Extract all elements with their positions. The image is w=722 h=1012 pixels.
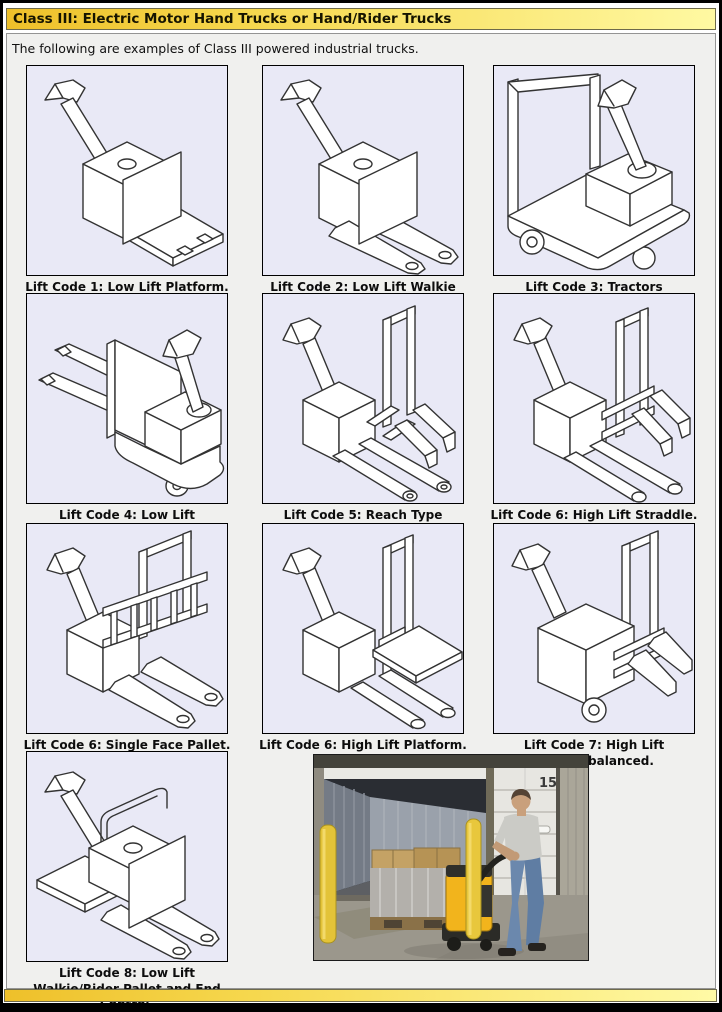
- figure-box: [262, 293, 464, 504]
- high-lift-straddle-drawing-icon: [513, 307, 691, 503]
- cell-lift-code-5: Lift Code 5: Reach Type Outrigger.: [246, 293, 480, 539]
- single-face-pallet-drawing-icon: [46, 530, 224, 729]
- figure-box: [26, 523, 228, 734]
- cell-lift-code-2: Lift Code 2: Low Lift Walkie Pallet.: [246, 65, 480, 311]
- cell-lift-code-1: Lift Code 1: Low Lift Platform.: [10, 65, 244, 296]
- center-control-drawing-icon: [38, 329, 225, 497]
- page-title: Class III: Electric Motor Hand Trucks or…: [13, 11, 452, 27]
- figure-box: [493, 293, 695, 504]
- photo-walkie-rider-at-dock: 15: [313, 754, 589, 961]
- figure-box: [493, 65, 695, 276]
- figure-box: [26, 293, 228, 504]
- low-lift-walkie-pallet-drawing-icon: [280, 79, 459, 275]
- figure-caption: Lift Code 6: High Lift Straddle.: [490, 508, 698, 522]
- cell-lift-code-4: Lift Code 4: Low Lift Walkie/Center Cont…: [10, 293, 244, 539]
- figure-box: [493, 523, 695, 734]
- low-lift-platform-drawing-icon: [44, 79, 224, 267]
- figure-caption: Lift Code 6: Single Face Pallet.: [23, 738, 231, 752]
- cell-lift-code-3: Lift Code 3: Tractors: [477, 65, 711, 296]
- high-lift-counterbalanced-drawing-icon: [511, 530, 693, 723]
- dock-door-number: 15: [539, 776, 557, 791]
- figure-caption: Lift Code 3: Tractors: [525, 280, 663, 294]
- figure-caption: Lift Code 6: High Lift Platform.: [259, 738, 467, 752]
- content-panel: The following are examples of Class III …: [6, 33, 716, 1003]
- figure-box: [262, 523, 464, 734]
- reach-outrigger-drawing-icon: [282, 305, 456, 502]
- footer-bar: [4, 989, 717, 1002]
- figure-box: [26, 751, 228, 962]
- page-header: Class III: Electric Motor Hand Trucks or…: [6, 8, 716, 30]
- intro-text: The following are examples of Class III …: [12, 41, 419, 56]
- figure-box: [26, 65, 228, 276]
- cell-lift-code-6-straddle: Lift Code 6: High Lift Straddle.: [477, 293, 711, 524]
- cell-lift-code-6-platform: Lift Code 6: High Lift Platform.: [246, 523, 480, 754]
- figure-box: [262, 65, 464, 276]
- cell-lift-code-8: Lift Code 8: Low Lift Walkie/Rider Palle…: [10, 751, 244, 1003]
- cell-lift-code-7: Lift Code 7: High Lift Counterbalanced.: [477, 523, 711, 769]
- tractor-drawing-icon: [507, 73, 691, 271]
- cell-lift-code-6-single-face: Lift Code 6: Single Face Pallet.: [10, 523, 244, 754]
- walkie-rider-end-control-drawing-icon: [36, 771, 220, 960]
- figure-caption: Lift Code 1: Low Lift Platform.: [25, 280, 229, 294]
- high-lift-platform-drawing-icon: [282, 534, 463, 730]
